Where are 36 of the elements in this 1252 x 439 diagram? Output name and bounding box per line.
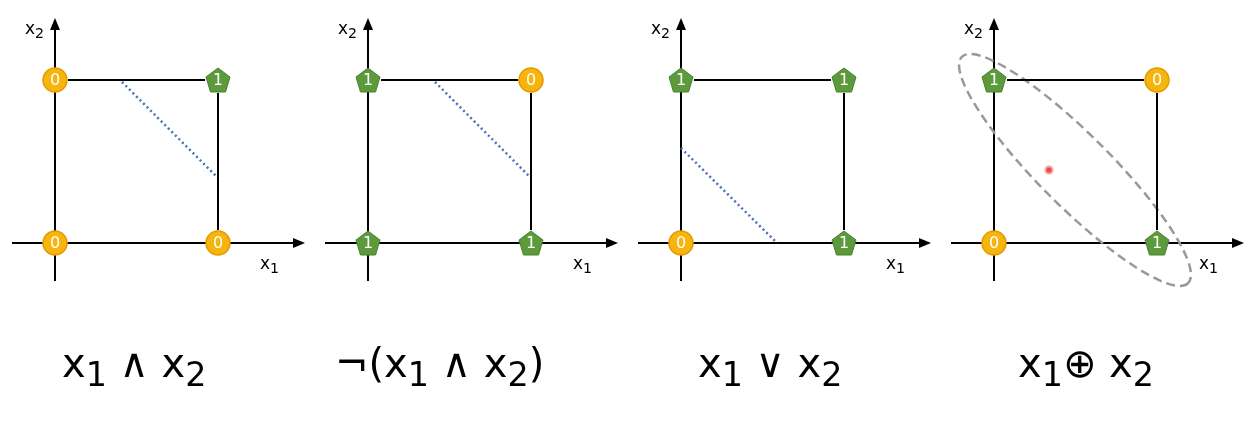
- circle-marker: 0: [1144, 67, 1170, 93]
- pentagon-marker: 1: [668, 67, 694, 93]
- pentagon-marker: 1: [981, 67, 1007, 93]
- square-side: [67, 79, 206, 81]
- axis-label: x$_{1}$: [260, 253, 280, 277]
- pentagon-marker: 1: [355, 230, 381, 256]
- pentagon-marker: 1: [355, 67, 381, 93]
- pentagon-marker: 1: [1144, 230, 1170, 256]
- axis-label: x$_{2}$: [25, 18, 45, 42]
- axis-label: x$_{2}$: [964, 18, 984, 42]
- circle-marker: 0: [42, 67, 68, 93]
- circle-marker: 0: [205, 230, 231, 256]
- square-side: [1006, 79, 1145, 81]
- formula: x$_{1}$⊕ x$_{2}$: [1018, 340, 1154, 394]
- circle-marker: 0: [42, 230, 68, 256]
- formula: ¬(x$_{1}$ ∧ x$_{2}$): [335, 340, 545, 394]
- square-side: [843, 92, 845, 231]
- circle-marker: 0: [668, 230, 694, 256]
- formula: x$_{1}$ ∨ x$_{2}$: [698, 340, 843, 394]
- square-side: [217, 92, 219, 231]
- axis-label: x$_{1}$: [886, 253, 906, 277]
- pentagon-marker: 1: [831, 230, 857, 256]
- pentagon-marker: 1: [205, 67, 231, 93]
- axis-label: x$_{2}$: [651, 18, 671, 42]
- pentagon-marker: 1: [831, 67, 857, 93]
- formula: x$_{1}$ ∧ x$_{2}$: [62, 340, 207, 394]
- square-side: [530, 92, 532, 231]
- square-side: [380, 79, 519, 81]
- pentagon-marker: 1: [518, 230, 544, 256]
- square-side: [1156, 92, 1158, 231]
- circle-marker: 0: [518, 67, 544, 93]
- axis-label: x$_{2}$: [338, 18, 358, 42]
- axis-label: x$_{1}$: [573, 253, 593, 277]
- square-side: [693, 79, 832, 81]
- circle-marker: 0: [981, 230, 1007, 256]
- axis-label: x$_{1}$: [1199, 253, 1219, 277]
